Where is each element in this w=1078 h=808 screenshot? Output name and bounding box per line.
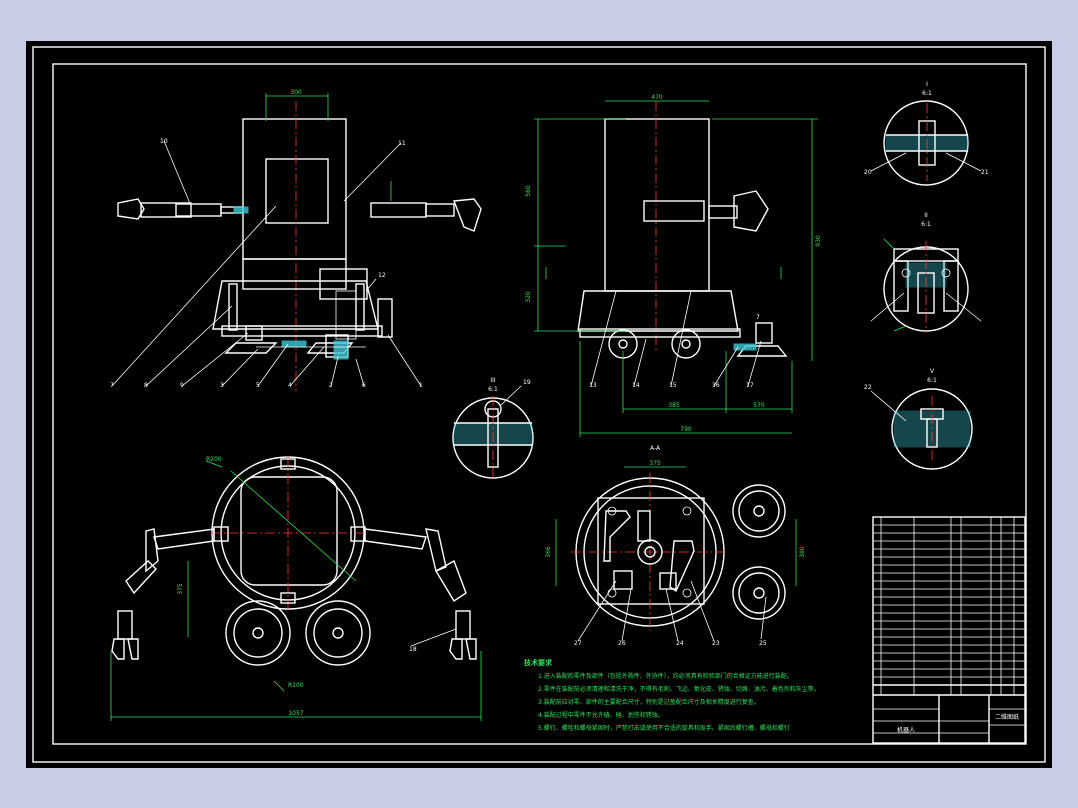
part-label: 11	[398, 140, 406, 147]
detail-i-scale: 6:1	[922, 90, 932, 97]
dim-section-width: 375	[649, 460, 661, 467]
inner-border	[52, 63, 1027, 745]
part-label: 22	[864, 384, 872, 391]
dim-section-height2: 380	[799, 546, 806, 558]
section-aa-label: A-A	[650, 445, 661, 452]
dim-side-offset: 570	[753, 402, 765, 409]
part-label: 1	[419, 382, 423, 389]
part-label: 19	[523, 379, 531, 386]
dim-side-total-height: 930	[815, 235, 822, 247]
detail-v-label: V	[930, 368, 935, 375]
part-label: 25	[759, 640, 767, 647]
dim-top-wheel: R100	[288, 682, 304, 689]
dim-top-arm: 375	[177, 583, 184, 595]
dim-side-wheelbase: 385	[668, 402, 680, 409]
part-label: 2	[329, 382, 333, 389]
part-label: 18	[409, 646, 417, 653]
title-drawing-type: 二维图纸	[995, 713, 1019, 721]
outer-border	[32, 46, 1046, 763]
dim-side-height-lower: 320	[525, 291, 532, 303]
part-label: 3	[220, 382, 224, 389]
requirement-line-5: 5.螺钉、螺栓和螺母紧固时，严禁打击或使用不合适的旋具和扳手。紧固后螺钉槽、螺母…	[538, 724, 790, 732]
front-view	[111, 93, 482, 391]
dim-side-total-width: 790	[680, 426, 692, 433]
top-view	[110, 456, 482, 721]
detail-i	[870, 100, 982, 186]
part-label: 26	[618, 640, 626, 647]
side-view	[534, 100, 818, 437]
detail-iii	[452, 385, 534, 481]
part-label: 7	[110, 382, 114, 389]
dim-section-height: 366	[545, 546, 552, 558]
part-label: 24	[676, 640, 684, 647]
part-label: 6	[362, 382, 366, 389]
dim-front-width: 300	[290, 89, 302, 96]
part-label: 7	[756, 314, 760, 321]
part-label: 23	[712, 640, 720, 647]
part-label: 15	[669, 382, 677, 389]
requirement-line-3: 3.装配前应对零、部件的主要配合尺寸，特别是过盈配合尺寸及相关精度进行复查。	[538, 698, 760, 706]
part-label: 9	[180, 382, 184, 389]
title-block	[872, 516, 1026, 744]
part-label: 10	[160, 138, 168, 145]
detail-ii	[870, 238, 982, 333]
title-drawing-name: 机器人	[897, 726, 915, 734]
part-label: 16	[712, 382, 720, 389]
part-label: 17	[746, 382, 754, 389]
detail-i-label: I	[926, 81, 928, 88]
part-label: 27	[574, 640, 582, 647]
requirements-title: 技术要求	[524, 658, 553, 667]
requirement-line-2: 2.零件在装配前必须清理和清洗干净，不得有毛刺、飞边、氧化皮、锈蚀、切屑、油污、…	[538, 685, 820, 693]
dim-side-height-upper: 560	[525, 185, 532, 197]
requirement-line-4: 4.装配过程中零件不允许磕、碰、划伤和锈蚀。	[538, 711, 664, 719]
requirement-line-1: 1.进入装配的零件及部件（包括外购件、外协件），均必须具有检验部门的合格证方能进…	[538, 672, 793, 680]
dim-top-radius: R200	[206, 456, 222, 463]
part-label: 21	[981, 169, 989, 176]
detail-v-scale: 6:1	[927, 377, 937, 384]
section-aa	[555, 466, 797, 642]
detail-v	[870, 388, 973, 470]
part-label: 13	[589, 382, 597, 389]
detail-iii-label: III	[490, 377, 496, 384]
part-label: 20	[864, 169, 872, 176]
part-label: 14	[632, 382, 640, 389]
part-label: 4	[288, 382, 292, 389]
dim-side-width: 470	[651, 94, 663, 101]
part-label: 5	[256, 382, 260, 389]
cad-drawing: 技术要求 1.进入装配的零件及部件（包括外购件、外协件），均必须具有检验部门的合…	[32, 46, 1046, 763]
dim-top-total-width: 1057	[288, 710, 303, 717]
part-label: 8	[144, 382, 148, 389]
detail-ii-scale: 6:1	[921, 221, 931, 228]
title-block-rows	[873, 524, 1025, 678]
drawing-sheet: 技术要求 1.进入装配的零件及部件（包括外购件、外协件），均必须具有检验部门的合…	[26, 41, 1052, 768]
part-label: 12	[378, 272, 386, 279]
detail-ii-label: II	[924, 212, 928, 219]
detail-iii-scale: 6:1	[488, 386, 498, 393]
